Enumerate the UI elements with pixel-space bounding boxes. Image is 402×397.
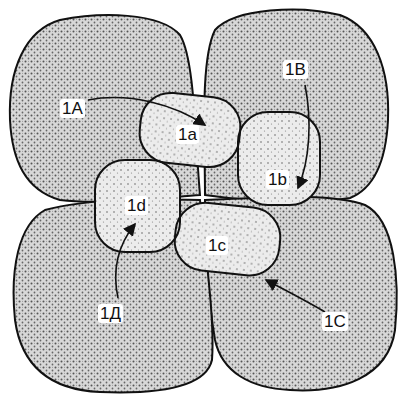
micromeres <box>95 90 320 278</box>
cell-label: 1d <box>125 196 148 215</box>
cell-label: 1a <box>176 125 199 144</box>
cell-label: 1A <box>60 99 85 118</box>
micromeres-fill <box>95 90 320 278</box>
cell-label: 1b <box>266 170 289 189</box>
cell-label: 1c <box>206 236 228 255</box>
cell-label: 1Д <box>98 304 123 323</box>
cell-label: 1B <box>283 60 308 79</box>
rotation-arrows <box>88 85 325 312</box>
macromeres <box>10 10 397 393</box>
cell-label: 1C <box>322 312 348 331</box>
